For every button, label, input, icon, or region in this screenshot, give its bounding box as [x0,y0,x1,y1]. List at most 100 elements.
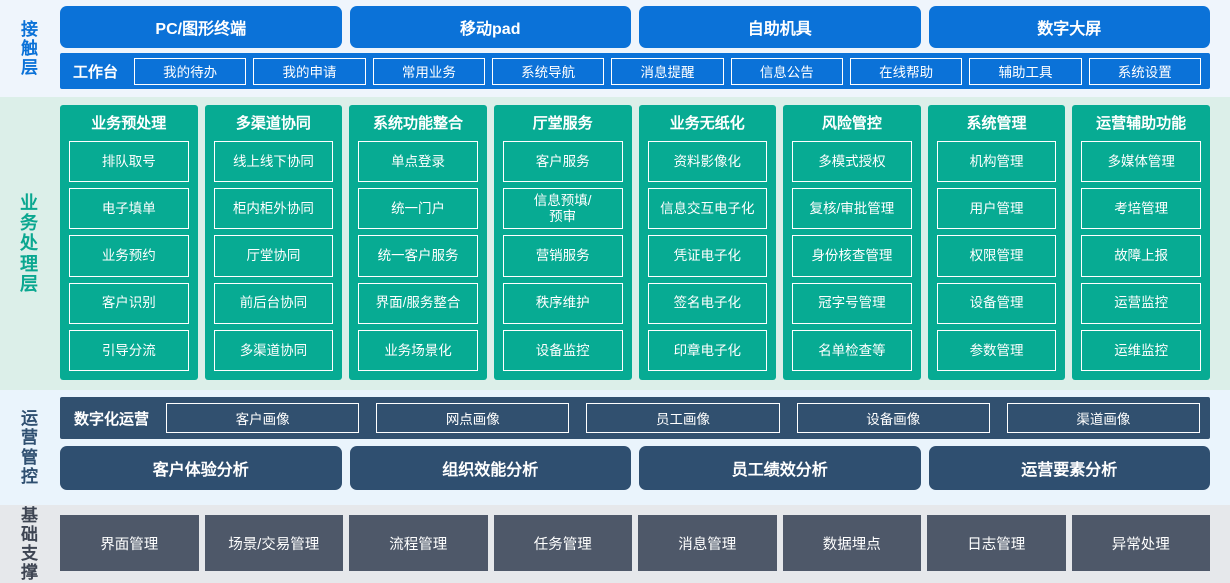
business-column: 风险管控 多模式授权 复核/审批管理 身份核查管理 冠字号管理 名单检查等 [783,105,921,380]
portrait-item[interactable]: 客户画像 [166,403,360,433]
foundation-row: 界面管理 场景/交易管理 流程管理 任务管理 消息管理 数据埋点 日志管理 异常… [60,515,1210,571]
contact-layer-label-text: 接触层 [21,19,39,78]
channel-item[interactable]: 数字大屏 [928,6,1210,48]
business-item[interactable]: 印章电子化 [647,329,768,372]
business-item[interactable]: 凭证电子化 [647,235,768,277]
business-item[interactable]: 多媒体管理 [1081,141,1201,183]
analysis-item[interactable]: 客户体验分析 [60,446,342,490]
business-item[interactable]: 冠字号管理 [792,282,912,324]
foundation-layer-body: 界面管理 场景/交易管理 流程管理 任务管理 消息管理 数据埋点 日志管理 异常… [60,505,1230,583]
business-item[interactable]: 多模式授权 [792,141,912,183]
workbench-item[interactable]: 信息公告 [730,57,843,85]
business-item[interactable]: 身份核查管理 [792,235,912,277]
business-item[interactable]: 线上线下协同 [213,141,334,183]
business-column: 系统功能整合 单点登录 统一门户 统一客户服务 界面/服务整合 业务场景化 [349,105,487,380]
foundation-item[interactable]: 场景/交易管理 [204,515,343,571]
business-item[interactable]: 界面/服务整合 [358,282,478,324]
portrait-item[interactable]: 设备画像 [796,403,990,433]
workbench-item[interactable]: 消息提醒 [611,57,724,85]
business-column-title: 系统功能整合 [373,115,464,132]
foundation-layer-label: 基础支撑 [0,505,60,583]
workbench-item[interactable]: 在线帮助 [849,57,963,85]
business-column-title: 业务预处理 [91,115,167,132]
business-item[interactable]: 营销服务 [502,235,623,277]
business-column: 系统管理 机构管理 用户管理 权限管理 设备管理 参数管理 [927,105,1066,380]
operations-layer: 运营管控 数字化运营 客户画像 网点画像 员工画像 设备画像 渠道画像 客户体验… [0,390,1230,505]
portrait-row: 数字化运营 客户画像 网点画像 员工画像 设备画像 渠道画像 [60,397,1210,439]
business-item[interactable]: 权限管理 [936,235,1057,277]
contact-layer-label: 接触层 [0,0,60,97]
business-item[interactable]: 客户识别 [69,282,189,324]
business-item[interactable]: 多渠道协同 [213,329,334,372]
business-column: 厅堂服务 客户服务 信息预填/ 预审 营销服务 秩序维护 设备监控 [493,105,632,380]
analysis-item[interactable]: 运营要素分析 [928,446,1210,490]
business-item[interactable]: 故障上报 [1081,235,1201,277]
business-item[interactable]: 单点登录 [358,141,478,183]
business-item[interactable]: 秩序维护 [502,282,623,324]
business-item[interactable]: 统一门户 [358,188,478,230]
business-item[interactable]: 参数管理 [936,329,1057,372]
business-column: 业务无纸化 资料影像化 信息交互电子化 凭证电子化 签名电子化 印章电子化 [638,105,777,380]
portrait-row-title: 数字化运营 [74,410,150,428]
business-item[interactable]: 资料影像化 [647,141,768,183]
foundation-item[interactable]: 异常处理 [1071,515,1210,571]
business-item[interactable]: 运营监控 [1081,282,1201,324]
foundation-item[interactable]: 消息管理 [638,515,777,571]
channel-item[interactable]: 自助机具 [639,6,921,48]
portrait-item[interactable]: 员工画像 [586,403,780,433]
workbench-item[interactable]: 系统导航 [492,57,605,85]
business-item[interactable]: 业务场景化 [358,329,478,372]
business-column-title: 厅堂服务 [532,115,593,132]
business-item[interactable]: 名单检查等 [792,329,912,372]
business-item[interactable]: 排队取号 [69,141,189,183]
business-column: 多渠道协同 线上线下协同 柜内柜外协同 厅堂协同 前后台协同 多渠道协同 [204,105,343,380]
business-item[interactable]: 统一客户服务 [358,235,478,277]
business-item[interactable]: 考培管理 [1081,188,1201,230]
business-item[interactable]: 前后台协同 [213,282,334,324]
business-item[interactable]: 电子填单 [69,188,189,230]
business-item[interactable]: 用户管理 [936,188,1057,230]
business-layer: 业务处理层 业务预处理 排队取号 电子填单 业务预约 客户识别 引导分流 多渠道… [0,97,1230,390]
operations-layer-label: 运营管控 [0,390,60,505]
business-item[interactable]: 运维监控 [1081,329,1201,372]
channel-item[interactable]: 移动pad [349,6,631,48]
business-layer-label-text: 业务处理层 [20,193,40,294]
portrait-item[interactable]: 渠道画像 [1006,403,1201,433]
business-column-title: 运营辅助功能 [1096,115,1187,132]
workbench-item[interactable]: 系统设置 [1088,57,1201,85]
business-column-row: 业务预处理 排队取号 电子填单 业务预约 客户识别 引导分流 多渠道协同 线上线… [60,105,1210,380]
business-column-title: 业务无纸化 [669,115,745,132]
foundation-item[interactable]: 界面管理 [60,515,199,571]
foundation-item[interactable]: 流程管理 [349,515,488,571]
business-item[interactable]: 柜内柜外协同 [213,188,334,230]
business-item[interactable]: 信息预填/ 预审 [502,188,623,230]
portrait-item[interactable]: 网点画像 [376,403,570,433]
business-item[interactable]: 业务预约 [69,235,189,277]
workbench-item[interactable]: 辅助工具 [969,57,1082,85]
business-item[interactable]: 设备监控 [502,329,623,372]
analysis-item[interactable]: 组织效能分析 [349,446,631,490]
business-layer-label: 业务处理层 [0,97,60,390]
business-item[interactable]: 设备管理 [936,282,1057,324]
business-item[interactable]: 厅堂协同 [213,235,334,277]
workbench-item[interactable]: 我的申请 [253,57,366,85]
business-column: 业务预处理 排队取号 电子填单 业务预约 客户识别 引导分流 [60,105,198,380]
business-item[interactable]: 客户服务 [502,141,623,183]
business-item[interactable]: 复核/审批管理 [792,188,912,230]
business-column: 运营辅助功能 多媒体管理 考培管理 故障上报 运营监控 运维监控 [1072,105,1210,380]
analysis-item[interactable]: 员工绩效分析 [639,446,921,490]
business-item[interactable]: 引导分流 [69,329,189,372]
workbench-item[interactable]: 我的待办 [134,57,247,85]
foundation-item[interactable]: 日志管理 [927,515,1066,571]
channel-item[interactable]: PC/图形终端 [60,6,342,48]
business-layer-body: 业务预处理 排队取号 电子填单 业务预约 客户识别 引导分流 多渠道协同 线上线… [60,97,1230,390]
business-item[interactable]: 信息交互电子化 [647,188,768,230]
workbench-item[interactable]: 常用业务 [372,57,485,85]
foundation-item[interactable]: 任务管理 [493,515,632,571]
workbench-row: 工作台 我的待办 我的申请 常用业务 系统导航 消息提醒 信息公告 在线帮助 辅… [60,53,1210,89]
business-item[interactable]: 机构管理 [936,141,1057,183]
foundation-item[interactable]: 数据埋点 [782,515,921,571]
business-item[interactable]: 签名电子化 [647,282,768,324]
business-column-title: 系统管理 [966,115,1027,132]
